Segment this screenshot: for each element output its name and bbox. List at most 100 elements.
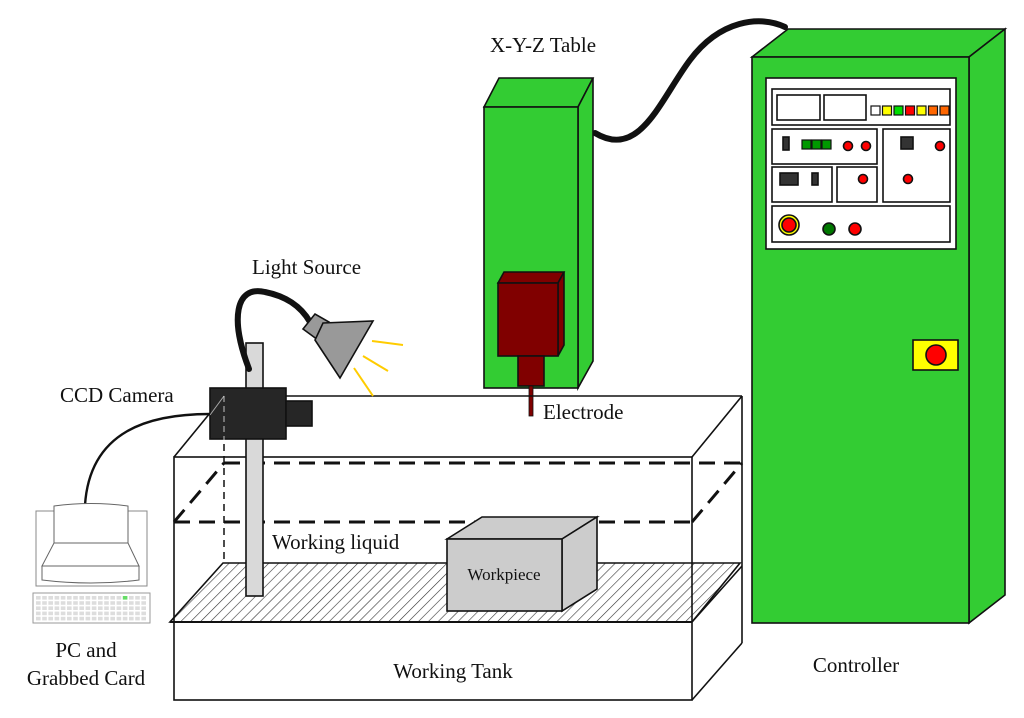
keyboard-key [116, 611, 122, 616]
keyboard-key [91, 596, 97, 600]
keyboard-key [48, 596, 53, 600]
black-switch[interactable] [779, 172, 799, 186]
keyboard-key [91, 611, 97, 616]
ccd-camera-label: CCD Camera [60, 383, 174, 407]
keyboard-key [67, 601, 72, 605]
light-ray [353, 367, 374, 397]
cable-camera-to-pc [83, 412, 211, 506]
keyboard-key [98, 611, 103, 616]
keyboard-key [135, 596, 140, 600]
indicator-lamp [927, 105, 939, 116]
lamp-gooseneck [234, 288, 313, 372]
keyboard-key [67, 616, 72, 621]
keyboard-key [36, 596, 41, 600]
toggle-switch[interactable] [811, 172, 819, 186]
red-button[interactable] [860, 140, 872, 152]
keyboard-key [73, 606, 78, 610]
emergency-stop-button[interactable] [781, 217, 797, 233]
keyboard-key [85, 611, 91, 616]
segment-block [811, 139, 822, 150]
red-button[interactable] [857, 173, 869, 185]
keyboard-key [67, 596, 72, 600]
stop-button[interactable] [848, 222, 862, 236]
control-panel [765, 77, 957, 250]
indicator-lamp [916, 105, 927, 116]
indicator-lamp [939, 105, 950, 116]
keyboard-key [60, 616, 66, 621]
keyboard-key [85, 601, 91, 605]
light-ray [371, 340, 404, 346]
toggle-switch[interactable] [782, 136, 790, 151]
keyboard-key [79, 611, 84, 616]
red-button[interactable] [842, 140, 854, 152]
light-source [301, 312, 404, 397]
cabinet-estop-button[interactable] [925, 344, 947, 366]
keyboard-key [54, 601, 60, 605]
keyboard-key [135, 601, 140, 605]
keyboard-key [67, 611, 72, 616]
xyz-side-face [577, 77, 594, 392]
keyboard-key [129, 596, 134, 600]
red-button[interactable] [934, 140, 946, 152]
keyboard-key [36, 611, 41, 616]
keyboard-key [122, 616, 128, 621]
keyboard-key [85, 606, 91, 610]
red-button[interactable] [902, 173, 914, 185]
keyboard-key [42, 616, 47, 621]
xyz-table [482, 77, 595, 417]
keyboard-key [60, 606, 66, 610]
keyboard-key [91, 606, 97, 610]
keyboard-key [36, 616, 41, 621]
keyboard-key [54, 616, 60, 621]
start-button[interactable] [822, 222, 836, 236]
keyboard-key [48, 611, 53, 616]
keyboard-keys [36, 596, 146, 621]
working-liquid-label: Working liquid [272, 530, 400, 554]
light-source-label: Light Source [252, 255, 361, 279]
keyboard-key [67, 606, 72, 610]
keyboard-key [54, 606, 60, 610]
keyboard-key [104, 601, 109, 605]
keyboard-key [135, 606, 140, 610]
xyz-top-face [482, 77, 595, 108]
indicator-lamp [904, 105, 916, 116]
tank-front-face [173, 456, 693, 701]
keyboard-key [36, 606, 41, 610]
keyboard-key [141, 601, 146, 605]
keyboard-key [104, 611, 109, 616]
keyboard-key [141, 616, 146, 621]
keyboard-key [104, 606, 109, 610]
workpiece: Workpiece [444, 515, 600, 613]
camera-pole [245, 342, 264, 597]
keyboard-key [42, 596, 47, 600]
black-switch[interactable] [900, 136, 914, 150]
keyboard-key [116, 606, 122, 610]
keyboard-key [135, 616, 140, 621]
pc-monitor-base [41, 542, 140, 567]
keyboard-key [122, 596, 128, 600]
keyboard-key [116, 601, 122, 605]
keyboard-key [36, 601, 41, 605]
keyboard-key [79, 601, 84, 605]
keyboard-key [110, 606, 115, 610]
keyboard-key [91, 601, 97, 605]
keyboard-key [91, 616, 97, 621]
keyboard-key [98, 596, 103, 600]
keyboard-key [122, 611, 128, 616]
xyz-table-label: X-Y-Z Table [490, 33, 596, 57]
cable-controller-to-xyz [592, 18, 788, 143]
keyboard-key [141, 606, 146, 610]
keyboard-key [116, 616, 122, 621]
keyboard-key [42, 606, 47, 610]
keyboard-key [79, 606, 84, 610]
keyboard-key [73, 611, 78, 616]
keyboard-key [135, 611, 140, 616]
light-ray [362, 355, 389, 372]
camera-lens [285, 400, 313, 427]
keyboard-key [48, 616, 53, 621]
keyboard-key [141, 596, 146, 600]
workpiece-label: Workpiece [467, 565, 540, 584]
keyboard-key [110, 611, 115, 616]
controller-cabinet [749, 27, 1008, 625]
keyboard-key [110, 616, 115, 621]
